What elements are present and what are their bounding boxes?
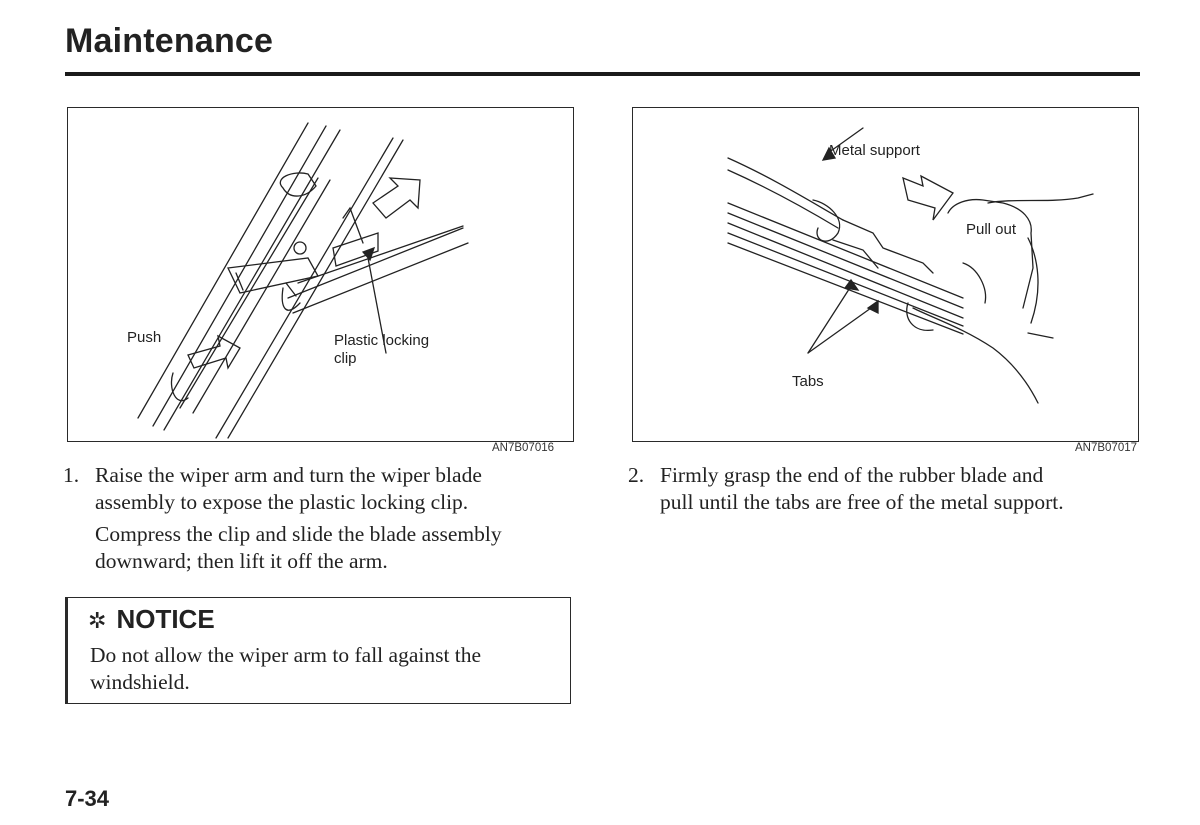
notice-line-1: Do not allow the wiper arm to fall again… [90,643,482,667]
step-1-number: 1. [63,463,80,487]
wiper-arm-clip-illustration [137,122,469,439]
label-pull-out: Pull out [966,221,1017,238]
step-1-line-3: Compress the clip and slide the blade as… [95,522,502,546]
label-tabs: Tabs [792,373,824,390]
notice-line-2: windshield. [90,670,190,694]
figure-plastic-clip: Push Plastic locking clip [67,107,574,442]
label-clip-line-1: Plastic locking [334,332,430,349]
step-1-line-2: assembly to expose the plastic locking c… [95,490,469,514]
step-2: 2. Firmly grasp the end of the rubber bl… [628,462,1168,522]
figure-pull-out: Metal support Pull out Tabs [632,107,1139,442]
step-1-text: Raise the wiper arm and turn the wiper b… [95,462,502,575]
notice-text: Do not allow the wiper arm to fall again… [90,642,560,696]
label-plastic-locking-clip: Plastic locking clip [334,332,429,368]
asterisk-icon: ✲ [88,608,107,633]
figure-code-2: AN7B07017 [1075,442,1138,454]
notice-heading: ✲ NOTICE [88,604,215,635]
step-2-text: Firmly grasp the end of the rubber blade… [660,462,1064,516]
step-1-line-4: downward; then lift it off the arm. [95,549,388,573]
step-2-line-1: Firmly grasp the end of the rubber blade… [660,463,1044,487]
notice-box: ✲ NOTICE Do not allow the wiper arm to fa… [65,597,571,704]
step-1-line-1: Raise the wiper arm and turn the wiper b… [95,463,482,487]
step-2-number: 2. [628,463,645,487]
step-2-line-2: pull until the tabs are free of the meta… [660,490,1064,514]
title-rule [65,72,1140,76]
label-metal-support: Metal support [829,142,920,159]
page-title: Maintenance [65,22,274,60]
label-push: Push [127,329,162,346]
rubber-blade-illustration [727,127,1094,404]
step-1: 1. Raise the wiper arm and turn the wipe… [63,462,583,582]
figure-code-1: AN7B07016 [492,442,555,454]
label-clip-line-2: clip [334,350,357,367]
page-number: 7-34 [65,786,110,811]
notice-title: NOTICE [116,604,215,634]
